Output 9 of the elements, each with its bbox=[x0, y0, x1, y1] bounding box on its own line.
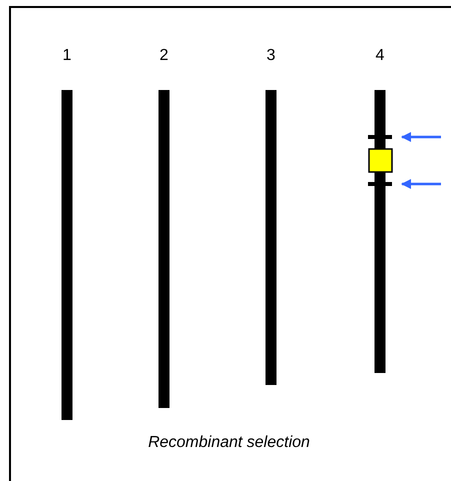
chromosome-number: 4 bbox=[376, 47, 384, 65]
arrow bbox=[401, 132, 441, 142]
chromosome-number: 1 bbox=[62, 47, 72, 65]
chromosome-number: 3 bbox=[266, 47, 276, 65]
caption: Recombinant selection bbox=[148, 433, 310, 453]
breakpoint-tick bbox=[368, 182, 392, 186]
chromosome-number: 2 bbox=[160, 47, 168, 65]
breakpoint-tick bbox=[368, 135, 392, 139]
arrow bbox=[401, 179, 441, 189]
